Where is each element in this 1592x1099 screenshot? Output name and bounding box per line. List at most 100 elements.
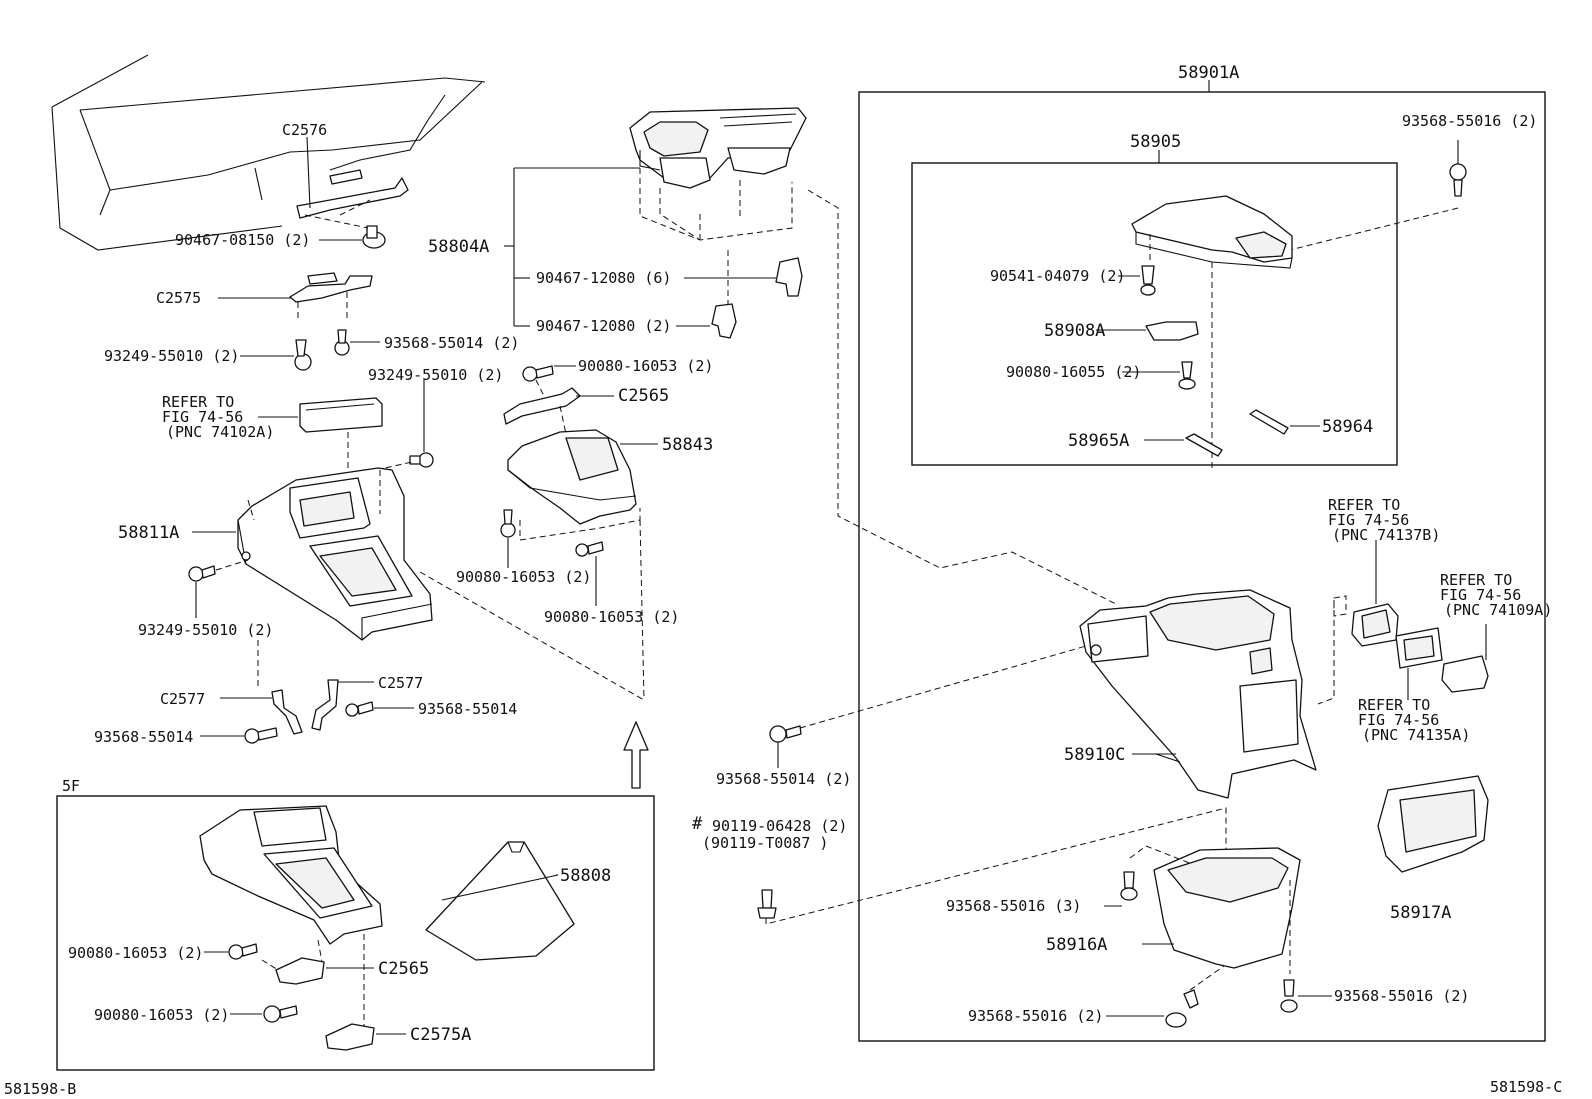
label-90080-16053-a: 90080-16053 (2) [578, 357, 713, 375]
label-58916a: 58916A [1046, 935, 1107, 955]
label-refer-a-1: REFER TO [162, 393, 234, 411]
label-c2577-a: C2577 [160, 690, 205, 708]
label-refer-d-2: FIG 74-56 [1358, 711, 1439, 729]
screw-90119-06428 [757, 889, 777, 919]
clip-90467-12080-2 [711, 303, 737, 339]
label-93568-55014-d: 93568-55014 (2) [716, 770, 851, 788]
label-93568-55016-3: 93568-55016 (3) [946, 897, 1081, 915]
label-90080-16055: 90080-16055 (2) [1006, 363, 1141, 381]
label-code-left: 581598-B [4, 1080, 76, 1098]
screw-90080-16053-b [500, 509, 516, 538]
screw-90080-16055 [1178, 361, 1196, 390]
label-93249-55010-c: 93249-55010 (2) [138, 621, 273, 639]
label-58843: 58843 [662, 435, 713, 455]
label-58964: 58964 [1322, 417, 1373, 437]
label-refer-d-1: REFER TO [1358, 696, 1430, 714]
label-90119-t0087: (90119-T0087 ) [702, 834, 828, 852]
screw-93249-55010-b [409, 452, 434, 468]
subassembly-frame-58905 [911, 162, 1398, 466]
label-refer-d-3: (PNC 74135A) [1362, 726, 1470, 744]
label-93249-55010-a: 93249-55010 (2) [104, 347, 239, 365]
screw-90080-16053-d [228, 943, 258, 960]
label-58908a: 58908A [1044, 321, 1105, 341]
armrest-lid-58905 [1131, 195, 1293, 269]
label-refer-c-2: FIG 74-56 [1440, 586, 1521, 604]
cover-58843 [507, 429, 637, 525]
label-c2565-b: C2565 [378, 959, 429, 979]
label-refer-a-3: (PNC 74102A) [166, 423, 274, 441]
floor-panel-illustration [51, 54, 486, 251]
label-58811a: 58811A [118, 523, 179, 543]
label-93568-55014-b: 93568-55014 [418, 700, 517, 718]
bracket-c2576 [296, 169, 409, 219]
label-93568-55014-a: 93568-55014 (2) [384, 334, 519, 352]
clip-90467-08150 [362, 225, 386, 249]
label-58965a: 58965A [1068, 431, 1129, 451]
cupholder-tray-58804a [629, 107, 807, 189]
label-refer-b-3: (PNC 74137B) [1332, 526, 1440, 544]
screw-93568-55014-b [345, 701, 374, 717]
console-5f [199, 805, 383, 945]
latch-58908a [1145, 321, 1199, 341]
spring-58964 [1249, 409, 1289, 435]
bracket-c2577-a [271, 689, 303, 735]
bracket-c2575 [289, 272, 373, 303]
label-code-right: 581598-C [1490, 1078, 1562, 1096]
bracket-c2565-a [503, 387, 581, 425]
label-c2575a: C2575A [410, 1025, 471, 1045]
label-58905: 58905 [1130, 132, 1181, 152]
bracket-c2577-b [311, 679, 339, 731]
label-90080-16053-b: 90080-16053 (2) [456, 568, 591, 586]
label-5f: 5F [62, 777, 80, 795]
panel-74135a [1395, 627, 1443, 669]
screw-90080-16053-e [263, 1005, 298, 1023]
label-93568-55016-left: 93568-55016 (2) [968, 1007, 1103, 1025]
screw-93568-55014-d [769, 725, 802, 743]
screw-90541-04079 [1140, 265, 1156, 296]
label-refer-a-2: FIG 74-56 [162, 408, 243, 426]
label-90080-16053-d: 90080-16053 (2) [68, 944, 203, 962]
label-refer-b-2: FIG 74-56 [1328, 511, 1409, 529]
label-58804a: 58804A [428, 237, 489, 257]
clip-90467-12080-6 [775, 257, 803, 297]
screw-93568-55014-a [334, 329, 350, 356]
label-58901a: 58901A [1178, 63, 1239, 83]
label-90119-06428: 90119-06428 (2) [712, 817, 847, 835]
label-58808: 58808 [560, 866, 611, 886]
shift-boot-58808 [425, 841, 575, 961]
console-box-58910c [1079, 589, 1317, 799]
tray-58916a [1153, 847, 1301, 969]
pocket-58917a [1377, 775, 1489, 873]
screw-93249-55010-c [188, 565, 216, 582]
variant-frame-5f [56, 795, 655, 1071]
bracket-c2575a [325, 1023, 375, 1051]
direction-arrow [623, 721, 649, 789]
label-90541-04079: 90541-04079 (2) [990, 267, 1125, 285]
label-93568-55014-c: 93568-55014 [94, 728, 193, 746]
label-90467-08150: 90467-08150 (2) [175, 231, 310, 249]
label-90080-16053-e: 90080-16053 (2) [94, 1006, 229, 1024]
screw-90080-16053-c [575, 541, 604, 557]
label-93568-55016-top: 93568-55016 (2) [1402, 112, 1537, 130]
label-58917a: 58917A [1390, 903, 1451, 923]
screw-93249-55010-a [294, 339, 312, 371]
switch-74137b [1351, 603, 1399, 647]
screw-93568-55016-right [1280, 979, 1298, 1013]
screw-93568-55016-3 [1120, 871, 1138, 901]
label-90467-12080-2: 90467-12080 (2) [536, 317, 671, 335]
screw-93568-55016-top [1449, 163, 1467, 197]
screw-90080-16053-a [522, 365, 554, 382]
label-90467-12080-6: 90467-12080 (6) [536, 269, 671, 287]
label-58910c: 58910C [1064, 745, 1125, 765]
label-c2576: C2576 [282, 121, 327, 139]
label-refer-b-1: REFER TO [1328, 496, 1400, 514]
bracket-c2565-b [275, 957, 325, 985]
assembly-frame-58901a [858, 91, 1546, 1042]
label-93568-55016-right: 93568-55016 (2) [1334, 987, 1469, 1005]
label-90080-16053-c: 90080-16053 (2) [544, 608, 679, 626]
label-refer-c-1: REFER TO [1440, 571, 1512, 589]
hinge-58965a [1185, 433, 1223, 457]
label-c2575: C2575 [156, 289, 201, 307]
screw-93568-55016-left [1165, 989, 1199, 1028]
